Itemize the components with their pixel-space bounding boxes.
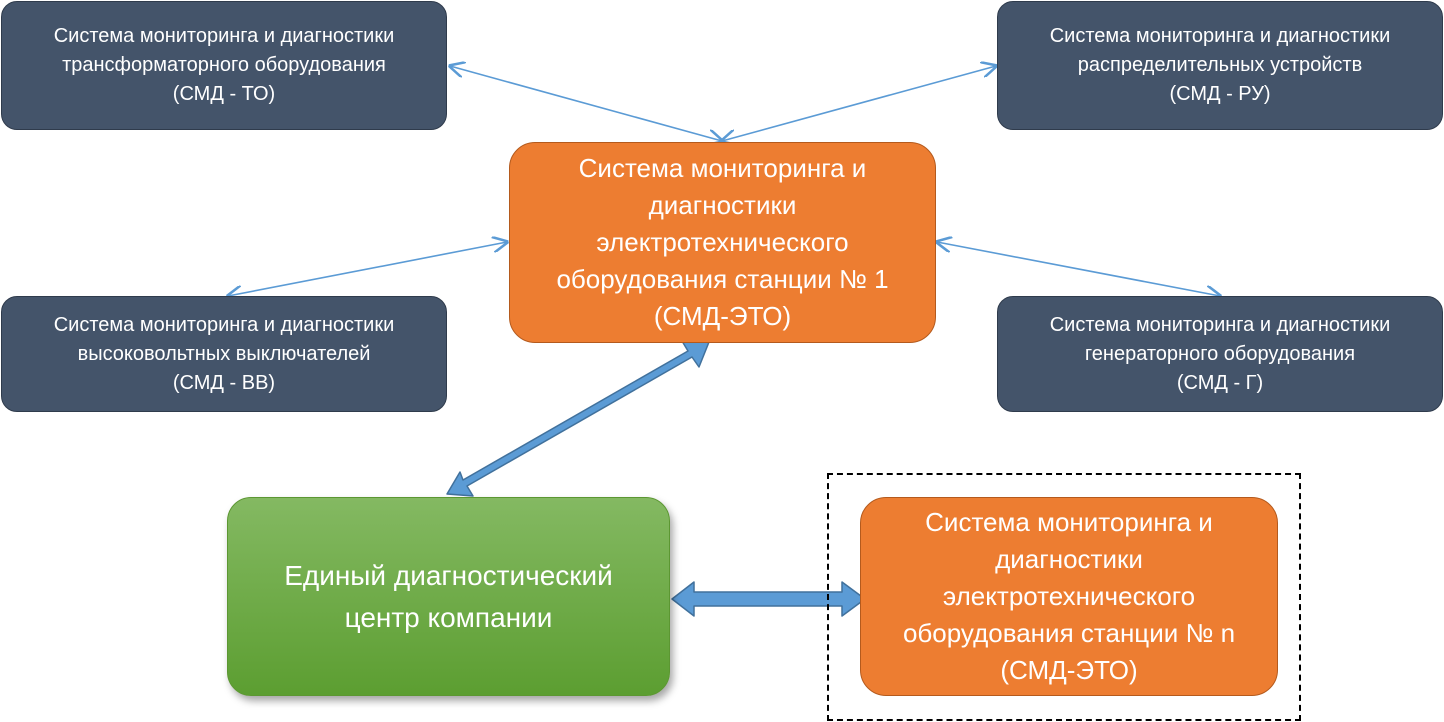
smd-eto-stationN-box: Система мониторинга и диагностики электр… [860,497,1278,696]
connector-to-station1 [450,66,722,141]
station1-line3: электротехнического [596,227,849,257]
smd-g-line2: генераторного оборудования [1084,342,1356,365]
smd-to-line3: (СМД - ТО) [172,83,276,105]
connector-ru-station1 [722,66,996,141]
stationN-line2: диагностики [995,544,1143,574]
smd-to-line2: трансформаторного оборудования [62,54,386,76]
station-n-dashed-frame [827,473,1301,721]
smd-vv-line3: (СМД - ВВ) [172,371,276,394]
smd-g-line3: (СМД - Г) [1176,371,1264,394]
center-line1: Единый диагностический [284,559,613,591]
stationN-line1: Система мониторинга и [925,507,1213,537]
smd-vv-line2: высоковольтных выключателей [77,342,371,365]
smd-to-line1: Система мониторинга и диагностики [53,25,395,47]
smd-eto-station1-box: Система мониторинга и диагностики электр… [509,142,936,343]
smd-vv-line1: Система мониторинга и диагностики [53,313,395,336]
smd-g-box: Система мониторинга и диагностики генера… [997,296,1443,412]
smd-vv-box: Система мониторинга и диагностики высоко… [1,296,447,412]
station1-line4: оборудования станции № 1 [556,264,889,294]
smd-g-line1: Система мониторинга и диагностики [1049,313,1391,336]
station1-line2: диагностики [648,190,797,220]
smd-ru-box: Система мониторинга и диагностики распре… [997,1,1443,130]
smd-to-box: Система мониторинга и диагностики трансф… [1,1,447,130]
smd-ru-line1: Система мониторинга и диагностики [1049,25,1391,47]
smd-ru-line3: (СМД - РУ) [1169,83,1271,105]
center-line2: центр компании [344,601,553,633]
stationN-line3: электротехнического [942,581,1196,611]
connector-g-station1 [937,242,1220,296]
station1-line5: (СМД-ЭТО) [653,301,792,331]
station1-line1: Система мониторинга и [578,153,867,183]
diagnostic-center-box: Единый диагностический центр компании [227,497,670,696]
thick-arrow-center-station1 [446,340,710,497]
connector-vv-station1 [228,242,507,296]
smd-ru-line2: распределительных устройств [1077,54,1363,76]
stationN-line4: оборудования станции № n [902,618,1236,648]
stationN-line5: (СМД-ЭТО) [1000,655,1138,685]
